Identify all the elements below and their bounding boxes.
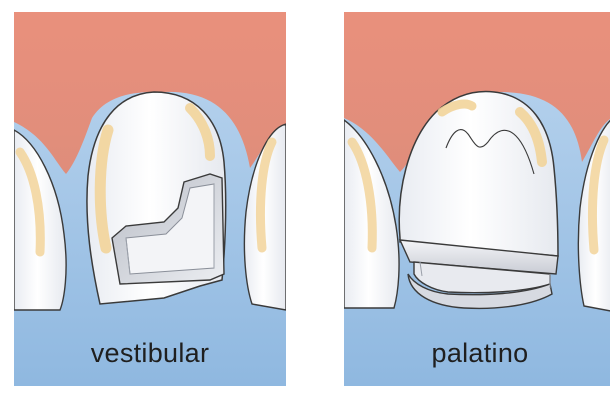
panel-palatino: palatino: [344, 12, 610, 386]
caption-vestibular: vestibular: [14, 338, 286, 369]
vestibular-illustration: [14, 12, 286, 386]
caption-palatino: palatino: [344, 338, 610, 369]
palatino-illustration: [344, 12, 610, 386]
panel-vestibular: vestibular: [14, 12, 286, 386]
